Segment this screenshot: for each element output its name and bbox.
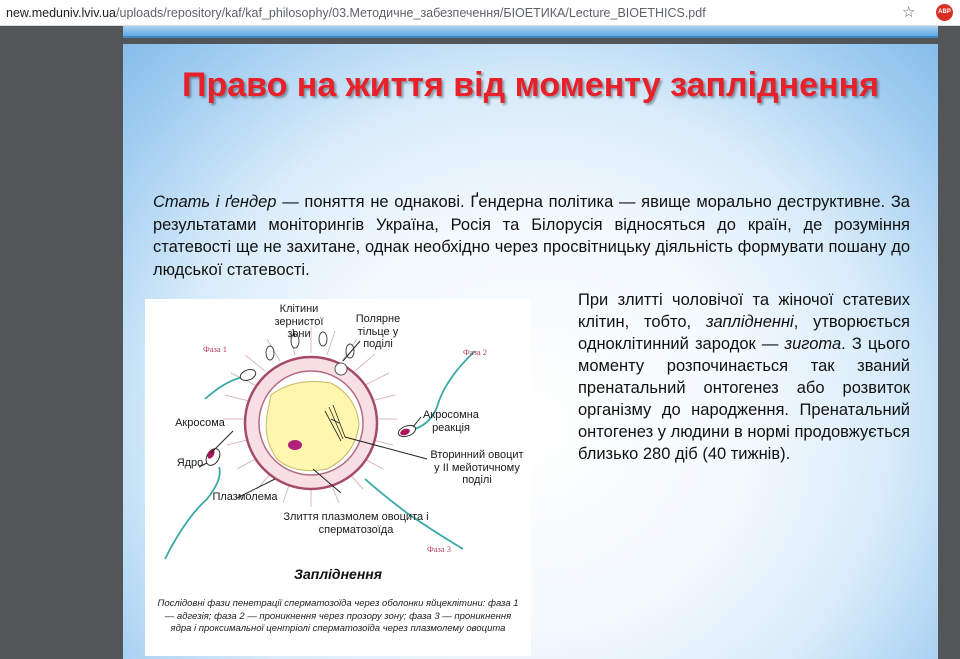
fertilization-figure: Клітини зернистої зони Полярне тільце у …	[145, 299, 531, 656]
intro-italic-term: Стать і ґендер	[153, 193, 277, 211]
fertilization-diagram	[164, 327, 476, 560]
label-phase-3: Фаза 3	[427, 544, 451, 554]
label-nucleus: Ядро	[176, 457, 204, 469]
pdf-page: Право на життя від моменту запліднення С…	[123, 44, 938, 659]
url-path: /uploads/repository/kaf/kaf_philosophy/0…	[116, 5, 706, 20]
label-phase-2: Фаза 2	[463, 347, 487, 357]
side-italic-zygote: зигота	[784, 335, 842, 353]
figure-title: Запліднення	[294, 566, 382, 582]
label-phase-1: Фаза 1	[203, 344, 227, 354]
label-plasmalemma: Плазмолема	[212, 491, 278, 503]
side-italic-fertilization: заплідненні	[705, 313, 794, 331]
adblock-extension-icon[interactable]: ABP	[936, 4, 953, 21]
side-text-3: . З цього моменту розпочинається так зва…	[578, 335, 910, 463]
address-bar[interactable]: new.meduniv.lviv.ua/uploads/repository/k…	[0, 0, 960, 26]
slide-title: Право на життя від моменту запліднення	[182, 66, 879, 104]
figure-caption: Послідовні фази пенетрації сперматозоїда…	[157, 598, 519, 634]
label-fusion: Злиття плазмолем овоцита і сперматозоїда	[283, 511, 429, 536]
intro-text: — поняття не однакові. Ґендерна політика…	[153, 193, 910, 279]
intro-paragraph: Стать і ґендер — поняття не однакові. Ґе…	[153, 191, 910, 281]
previous-page-edge	[123, 26, 938, 38]
label-acrosome: Акросома	[175, 417, 225, 429]
bookmark-star-icon[interactable]: ☆	[902, 4, 916, 21]
side-text-2: , утворюється одноклітинний зародок —	[578, 313, 910, 353]
url-text[interactable]: new.meduniv.lviv.ua/uploads/repository/k…	[6, 6, 706, 20]
pdf-viewer[interactable]: Право на життя від моменту запліднення С…	[0, 26, 960, 659]
label-granulosa: Клітини зернистої зони	[274, 303, 324, 340]
label-secondary-oocyte: Вторинний овоцит у II мейотичному поділі	[430, 449, 524, 486]
label-acrosome-reaction: Акросомна реакція	[423, 409, 479, 434]
url-host: new.meduniv.lviv.ua	[6, 5, 117, 20]
side-text-1: При злитті чоловічої та жіночої статевих…	[578, 291, 910, 331]
label-polar-body: Полярне тільце у поділі	[355, 313, 401, 350]
side-paragraph: При злитті чоловічої та жіночої статевих…	[578, 289, 910, 465]
